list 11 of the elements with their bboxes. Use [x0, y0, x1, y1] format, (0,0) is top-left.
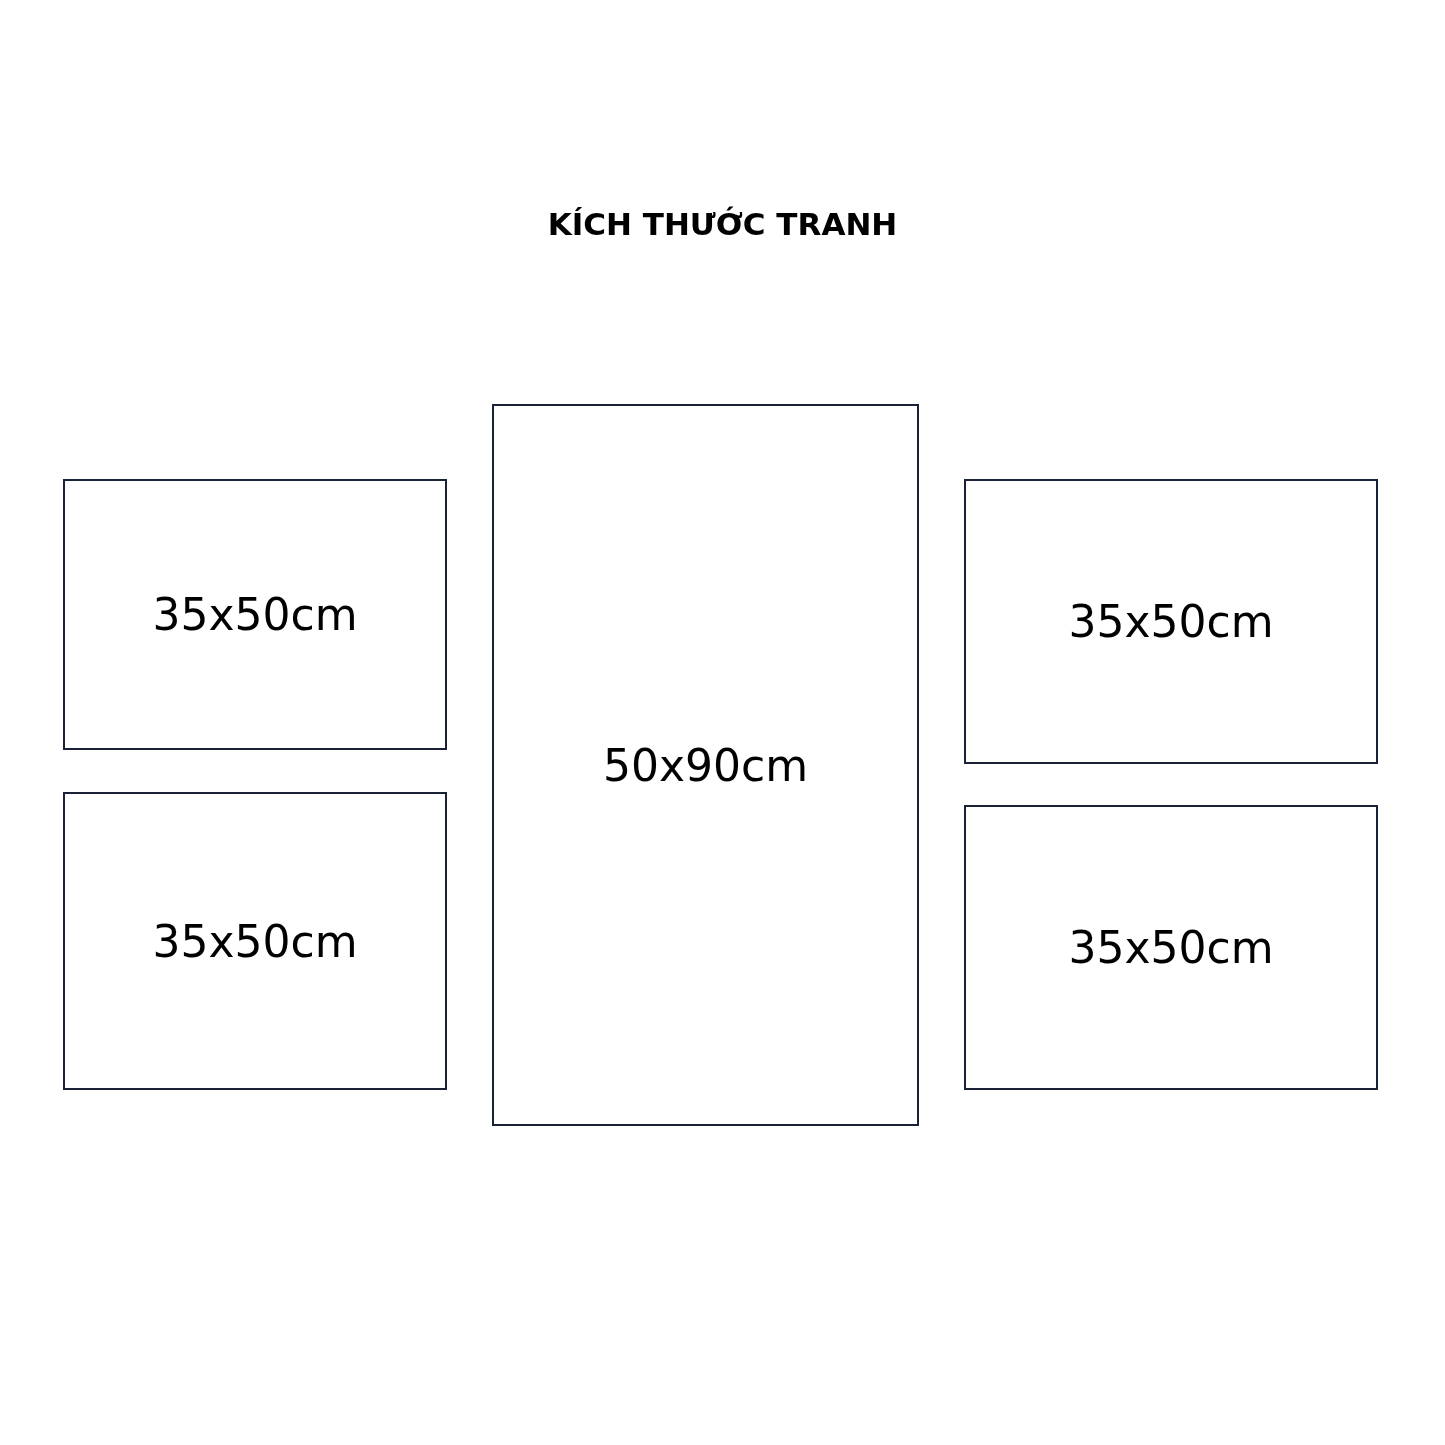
- size-label: 35x50cm: [152, 589, 358, 640]
- frame-box: [964, 805, 1378, 1090]
- frame-box: [63, 479, 447, 750]
- frame-box: [63, 792, 447, 1090]
- frame-box: [492, 404, 919, 1126]
- size-label: 35x50cm: [152, 915, 358, 967]
- size-label: 35x50cm: [1068, 596, 1274, 647]
- size-label: 35x50cm: [1068, 922, 1274, 973]
- frame-box: [964, 479, 1378, 764]
- diagram-title: KÍCH THƯỚC TRANH: [547, 206, 898, 242]
- size-label: 50x90cm: [602, 739, 809, 791]
